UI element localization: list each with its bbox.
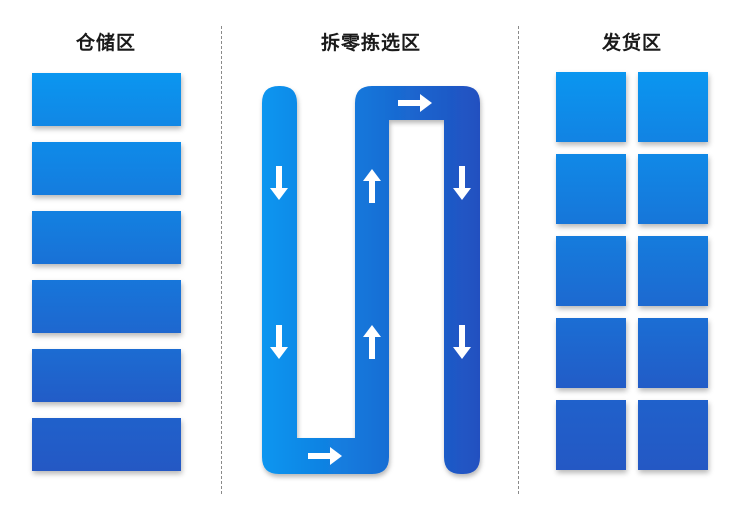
shipping-cell bbox=[638, 236, 708, 306]
shipping-cell bbox=[638, 72, 708, 142]
storage-shelf bbox=[32, 280, 181, 333]
path-arrow-up-icon bbox=[363, 325, 381, 359]
storage-shelf bbox=[32, 349, 181, 402]
shipping-cell bbox=[638, 318, 708, 388]
path-arrow-down-icon bbox=[453, 166, 471, 200]
zone-title-storage: 仓储区 bbox=[75, 32, 136, 54]
path-arrow-right-icon bbox=[308, 447, 342, 465]
shipping-cell bbox=[556, 236, 626, 306]
storage-shelf bbox=[32, 211, 181, 264]
picking-path-track bbox=[262, 86, 480, 474]
shipping-cell bbox=[556, 154, 626, 224]
shipping-cell bbox=[638, 400, 708, 470]
shipping-cell bbox=[638, 154, 708, 224]
path-arrow-right-icon bbox=[398, 94, 432, 112]
shipping-cell bbox=[556, 318, 626, 388]
storage-shelf bbox=[32, 418, 181, 471]
zone-divider-left bbox=[221, 26, 222, 494]
path-arrow-down-icon bbox=[270, 325, 288, 359]
shipping-cell bbox=[556, 400, 626, 470]
zone-divider-right bbox=[518, 26, 519, 494]
storage-shelf bbox=[32, 73, 181, 126]
path-arrow-down-icon bbox=[453, 325, 471, 359]
shipping-cell bbox=[556, 72, 626, 142]
path-arrow-down-icon bbox=[270, 166, 288, 200]
path-arrow-up-icon bbox=[363, 169, 381, 203]
zone-title-shipping: 发货区 bbox=[601, 32, 662, 54]
zone-title-picking: 拆零拣选区 bbox=[320, 32, 421, 54]
storage-shelf bbox=[32, 142, 181, 195]
